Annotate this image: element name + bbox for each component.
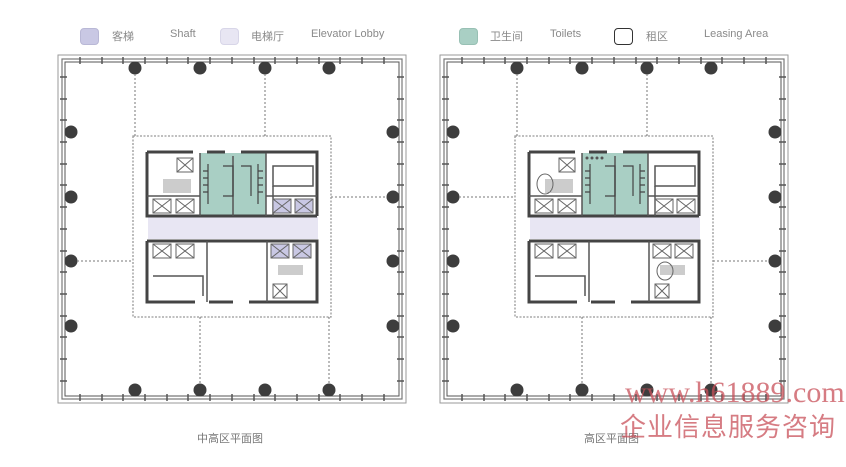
watermark-url: www.h61889.com (625, 376, 845, 409)
legend-label-shaft-zh: 客梯 (112, 31, 134, 43)
legend-label-toilets-zh: 卫生间 (490, 31, 523, 43)
legend-label-leasing-zh: 租区 (646, 31, 668, 43)
legend-label-lobby-zh: 电梯厅 (251, 31, 284, 43)
legend-label-leasing-en: Leasing Area (704, 28, 769, 40)
legend-label-toilets-en: Toilets (550, 28, 582, 40)
legend-swatch-toilets (459, 28, 478, 45)
legend-swatch-elevator-lobby (220, 28, 239, 45)
plan-high (439, 54, 789, 404)
plan-mid-high (57, 54, 407, 404)
legend-swatch-shaft (80, 28, 99, 45)
watermark-text: 企业信息服务咨询 (620, 413, 837, 443)
caption-high-plan: 高区平面图 (584, 433, 639, 445)
legend-label-lobby-en: Elevator Lobby (311, 28, 385, 40)
legend-swatch-leasing-area (614, 28, 633, 45)
caption-mid-high-plan: 中高区平面图 (197, 433, 263, 445)
legend-label-shaft-en: Shaft (170, 28, 196, 40)
